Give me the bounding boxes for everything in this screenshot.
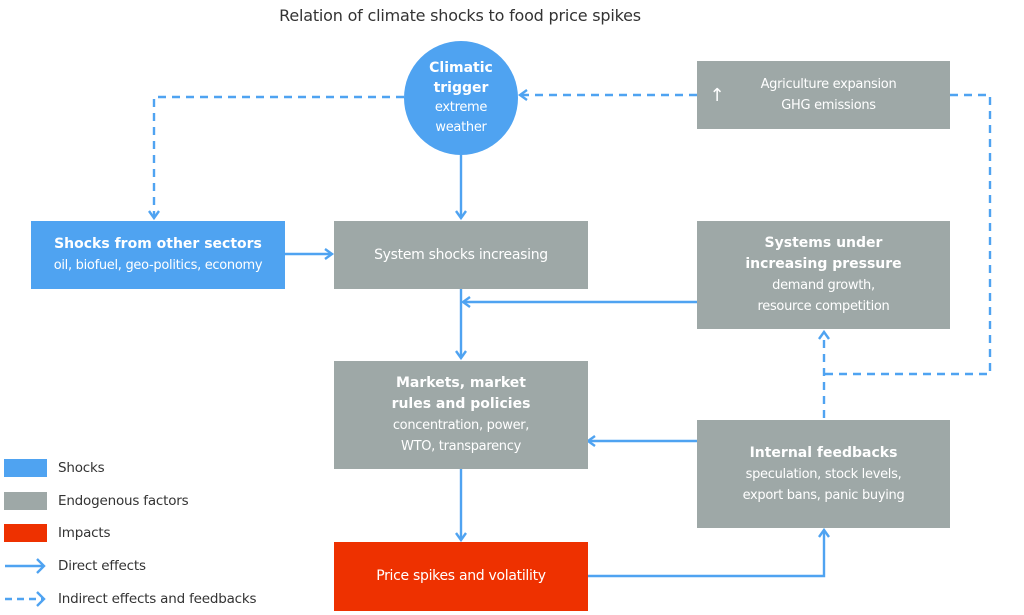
legend-item-direct: Direct effects	[4, 550, 256, 583]
feedbacks-sub-1: speculation, stock levels,	[745, 466, 902, 482]
diagram-title: Relation of climate shocks to food price…	[279, 6, 641, 25]
node-price-spikes: Price spikes and volatility	[334, 542, 588, 611]
legend-swatch-shocks	[4, 459, 47, 478]
legend-item-impacts: Impacts	[4, 517, 256, 550]
pressure-heading-1: Systems under	[764, 235, 883, 251]
agri-line-2: GHG emissions	[781, 98, 876, 113]
node-agriculture-expansion: ↑ Agriculture expansion GHG emissions	[697, 61, 950, 129]
solid-arrow-icon	[5, 558, 46, 574]
climatic-trigger-sub-2: weather	[435, 120, 487, 135]
price-spikes-label: Price spikes and volatility	[376, 568, 546, 584]
climatic-trigger-sub-1: extreme	[434, 100, 488, 115]
edge-climatic-to-other-sectors	[148, 95, 404, 221]
legend-item-shocks: Shocks	[4, 452, 256, 485]
markets-heading-1: Markets, market	[396, 375, 526, 391]
edge-price-to-feedbacks	[588, 527, 830, 578]
climatic-trigger-heading-2: trigger	[433, 80, 489, 96]
legend-swatch-impacts	[4, 524, 47, 543]
system-shocks-label: System shocks increasing	[374, 246, 548, 263]
legend: Shocks Endogenous factors Impacts Direct…	[4, 452, 257, 615]
feedbacks-sub-2: export bans, panic buying	[742, 487, 905, 503]
node-system-shocks: System shocks increasing	[334, 221, 588, 289]
legend-label-indirect: Indirect effects and feedbacks	[58, 590, 257, 607]
pressure-heading-2: increasing pressure	[745, 256, 902, 272]
markets-sub-2: WTO, transparency	[401, 439, 521, 454]
legend-label-direct: Direct effects	[58, 558, 146, 575]
node-shocks-other-sectors: Shocks from other sectors oil, biofuel, …	[31, 221, 285, 289]
other-sectors-sub: oil, biofuel, geo-politics, economy	[53, 258, 263, 273]
node-markets: Markets, market rules and policies conce…	[334, 361, 588, 469]
node-systems-pressure: Systems under increasing pressure demand…	[697, 221, 950, 329]
pressure-sub-1: demand growth,	[772, 278, 875, 293]
legend-label-shocks: Shocks	[58, 460, 105, 477]
node-climatic-trigger: Climatic trigger extreme weather	[404, 41, 518, 155]
legend-label-endogenous: Endogenous factors	[58, 492, 189, 509]
legend-item-indirect: Indirect effects and feedbacks	[4, 582, 257, 615]
climatic-trigger-heading-1: Climatic	[429, 60, 493, 76]
legend-label-impacts: Impacts	[58, 525, 111, 542]
legend-item-endogenous: Endogenous factors	[4, 485, 256, 518]
other-sectors-heading: Shocks from other sectors	[54, 236, 262, 252]
markets-sub-1: concentration, power,	[392, 418, 530, 433]
node-internal-feedbacks: Internal feedbacks speculation, stock le…	[697, 420, 950, 528]
up-arrow-icon: ↑	[709, 84, 725, 106]
legend-swatch-endogenous	[4, 491, 47, 510]
pressure-sub-2: resource competition	[757, 299, 890, 314]
agri-line-1: Agriculture expansion	[760, 77, 897, 92]
edge-agri-to-pressure	[824, 93, 992, 376]
feedbacks-heading: Internal feedbacks	[749, 444, 898, 461]
markets-heading-2: rules and policies	[391, 396, 531, 412]
dashed-arrow-icon	[5, 590, 46, 607]
